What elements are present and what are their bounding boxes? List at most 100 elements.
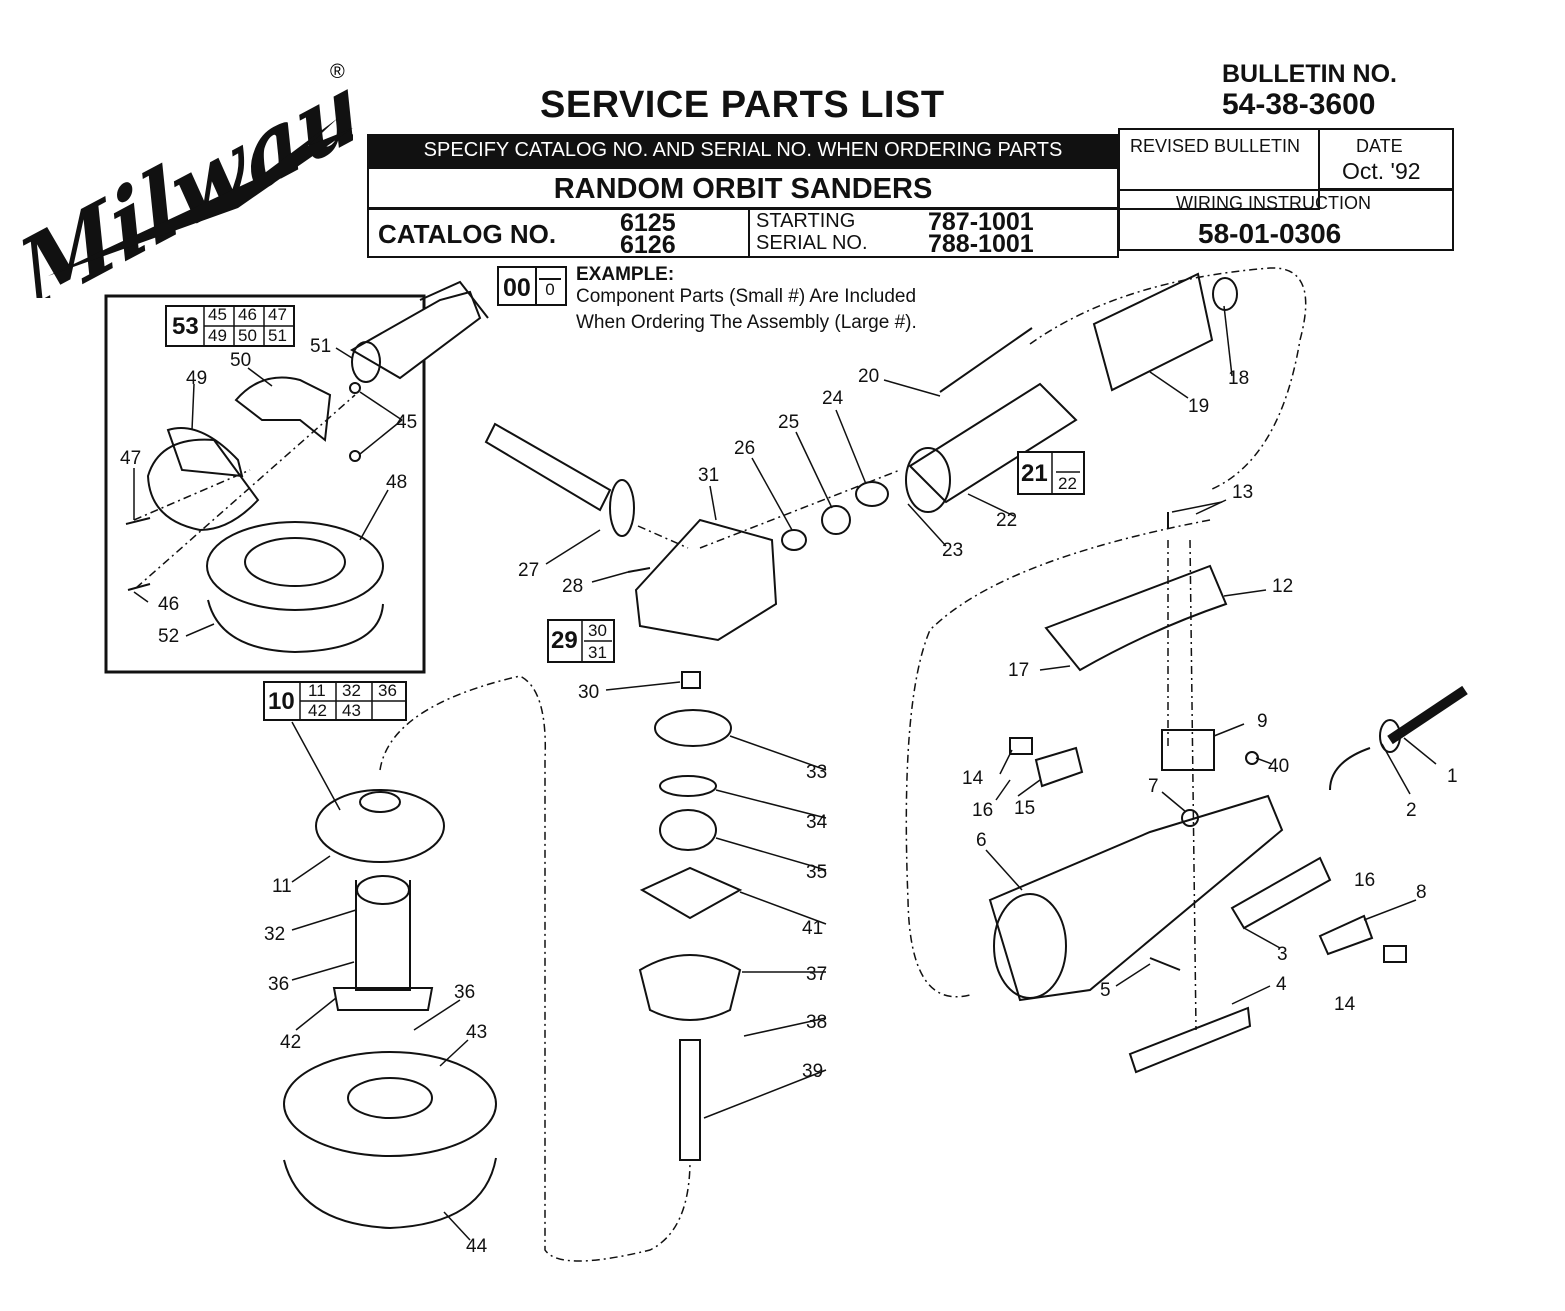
assembly-box-gridlines	[203, 306, 1080, 720]
sanding-pad-part-48	[206, 521, 384, 611]
bevel-gear-part-33	[654, 709, 732, 747]
nut-part-26	[781, 529, 807, 551]
leader-lines	[133, 305, 1437, 1241]
washer-part-45b	[349, 450, 361, 462]
nameplate-part-3	[1230, 856, 1332, 930]
assembly-dash-lines	[133, 267, 1307, 1262]
gear-case-part-29	[634, 518, 778, 642]
assembly-10-part-36: 36	[378, 681, 397, 700]
bulletin-label: BULLETIN NO.	[1222, 60, 1397, 88]
part-label-16b: 16	[1354, 870, 1376, 891]
assembly-53-part-49: 49	[208, 326, 227, 345]
example-divider	[535, 268, 537, 304]
serial-number-1: 787-1001	[928, 208, 1034, 236]
catalog-label: CATALOG NO.	[378, 219, 557, 249]
wiring-label: WIRING INSTRUCTION	[1176, 193, 1371, 213]
part-label-50: 50	[230, 350, 252, 371]
part-label-26: 26	[734, 438, 756, 459]
assembly-29-part-30: 30	[588, 621, 607, 640]
serial-number-2: 788-1001	[928, 230, 1034, 258]
part-label-34: 34	[806, 812, 828, 833]
serial-label: SERIAL NO.	[756, 232, 868, 254]
assembly-53-number: 53	[172, 313, 199, 340]
example-line-2: When Ordering The Assembly (Large #).	[576, 312, 917, 333]
part-label-39: 39	[802, 1061, 824, 1082]
wiring-number: 58-01-0306	[1198, 218, 1342, 249]
part-label-43: 43	[466, 1022, 488, 1043]
revised-bulletin-label: REVISED BULLETIN	[1130, 136, 1301, 156]
part-label-11: 11	[272, 876, 292, 897]
assembly-53-part-50: 50	[238, 326, 257, 345]
part-label-1: 1	[1447, 766, 1458, 787]
part-label-7: 7	[1148, 776, 1159, 797]
switch-part-9	[1161, 729, 1215, 771]
pinion-part-25	[821, 505, 851, 535]
field-part-19	[1092, 272, 1214, 392]
screw-part-47	[125, 517, 151, 525]
part-label-44: 44	[466, 1236, 488, 1257]
assembly-29-part-31: 31	[588, 643, 607, 662]
assembly-box-21	[1017, 451, 1085, 495]
part-label-14b: 14	[1334, 994, 1356, 1015]
retaining-ring-part-34	[659, 775, 717, 797]
bearing-part-35	[659, 809, 717, 851]
assembly-53-part-51: 51	[268, 326, 287, 345]
part-label-2: 2	[1406, 800, 1417, 821]
gasket-part-41	[639, 866, 743, 920]
part-label-37: 37	[806, 964, 828, 985]
screw-part-5	[1149, 957, 1181, 971]
milwaukee-logo: Milwaukee ®	[8, 58, 353, 298]
assembly-10-part-32: 32	[342, 681, 361, 700]
catalog-number-1: 6125	[620, 209, 676, 237]
sanding-disc-part-44	[283, 1157, 497, 1230]
catalog-divider	[748, 208, 750, 258]
assembly-10-number: 10	[268, 688, 295, 715]
bulletin-number: 54-38-3600	[1222, 88, 1376, 121]
brush-holder-part-15	[1034, 746, 1084, 788]
dust-shroud-inset-box	[104, 294, 426, 674]
brush-part-14b	[1383, 945, 1407, 963]
part-label-32: 32	[264, 924, 286, 945]
part-label-33: 33	[806, 762, 828, 783]
starting-label: STARTING	[756, 210, 856, 232]
part-label-15: 15	[1014, 798, 1036, 819]
brush-holder-part-8	[1318, 914, 1374, 956]
shroud-part-50	[234, 376, 332, 442]
part-label-18: 18	[1228, 368, 1250, 389]
part-label-40: 40	[1268, 756, 1290, 777]
shroud-cover	[146, 438, 260, 532]
sanding-pad-part-43	[283, 1051, 497, 1157]
part-label-31: 31	[698, 465, 720, 486]
example-heading: EXAMPLE:	[576, 264, 675, 285]
screw-part-20	[939, 327, 1033, 393]
assembly-53-part-46: 46	[238, 305, 257, 324]
part-label-13: 13	[1232, 482, 1254, 503]
part-label-20: 20	[858, 366, 880, 387]
assembly-21-part-22: 22	[1058, 474, 1077, 493]
example-assembly-box: 00 0	[497, 266, 567, 306]
assembly-10-part-11: 11	[308, 681, 326, 700]
part-label-24: 24	[822, 388, 844, 409]
armature-part-22	[908, 382, 1078, 504]
part-label-36a: 36	[268, 974, 290, 995]
example-line-1: Component Parts (Small #) Are Included	[576, 286, 917, 307]
sanding-disc-part-52	[207, 599, 384, 654]
part-label-17: 17	[1008, 660, 1030, 681]
assembly-10-part-43: 43	[342, 701, 361, 720]
assembly-53-part-47: 47	[268, 305, 287, 324]
date-label: DATE	[1356, 136, 1403, 156]
part-label-38: 38	[806, 1012, 828, 1033]
part-label-48: 48	[386, 472, 408, 493]
part-label-51: 51	[310, 336, 332, 357]
part-label-47: 47	[120, 448, 142, 469]
part-label-42: 42	[280, 1032, 302, 1053]
assembly-53-part-45: 45	[208, 305, 227, 324]
shroud-part-49	[166, 427, 244, 478]
part-label-28: 28	[562, 576, 584, 597]
bearing-retainer-part-37	[638, 954, 742, 1021]
screw-part-28	[627, 567, 651, 573]
cord-protector-part-2	[1379, 719, 1401, 753]
balancer-part-42	[332, 987, 434, 1011]
ordering-banner: SPECIFY CATALOG NO. AND SERIAL NO. WHEN …	[367, 134, 1119, 168]
dust-tube-part-51	[349, 280, 489, 383]
